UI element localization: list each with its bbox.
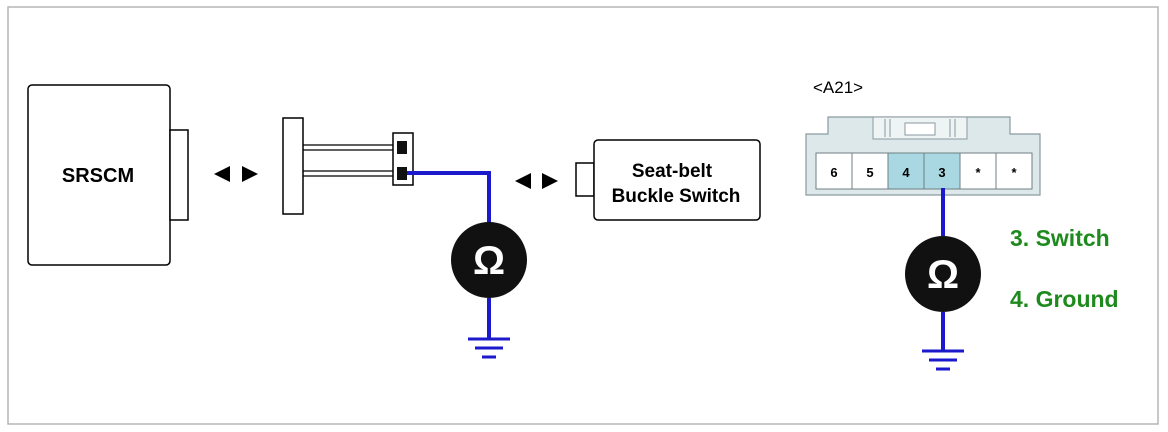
connector-pin: 5 — [851, 152, 889, 190]
harness-connector — [282, 117, 414, 215]
ohmmeter-right: Ω — [905, 236, 981, 312]
arrow-right-icon — [242, 166, 258, 182]
pin-label: * — [1011, 165, 1017, 180]
pin-label: 5 — [866, 165, 873, 180]
pin-row: 6 5 4 3 * * — [815, 152, 1033, 190]
ground-icon-right — [922, 349, 964, 371]
buckle-switch: Seat-belt Buckle Switch — [575, 139, 761, 221]
pin-label: 6 — [830, 165, 837, 180]
a21-connector: 6 5 4 3 * * — [805, 116, 1041, 196]
pin-legend-ground: 4. Ground — [1010, 286, 1119, 312]
probe-wire-left — [407, 171, 491, 240]
pin-label: 3 — [938, 165, 945, 180]
arrow-left-icon — [515, 173, 531, 189]
connector-pin: * — [995, 152, 1033, 190]
connector-pin: 6 — [815, 152, 853, 190]
connector-pin: * — [959, 152, 997, 190]
connector-pin: 3 — [923, 152, 961, 190]
ohm-icon: Ω — [927, 253, 959, 297]
ohm-icon: Ω — [473, 239, 505, 283]
arrow-left-icon — [214, 166, 230, 182]
connection-arrow-right — [515, 173, 558, 189]
pin-label: 4 — [902, 165, 910, 180]
switch-label-line2: Buckle Switch — [612, 186, 741, 207]
connector-name: <A21> — [813, 78, 863, 97]
ground-icon-left — [468, 337, 510, 359]
connector-pin: 4 — [887, 152, 925, 190]
connection-arrow-left — [214, 166, 258, 182]
ohmmeter-left: Ω — [451, 222, 527, 298]
arrow-right-icon — [542, 173, 558, 189]
pin-legend-switch: 3. Switch — [1010, 225, 1110, 251]
srscm-label: SRSCM — [62, 165, 134, 187]
diagram-frame — [7, 6, 1159, 425]
srscm-module: SRSCM — [27, 84, 189, 266]
pin-label: * — [975, 165, 981, 180]
switch-label-line1: Seat-belt — [632, 161, 713, 182]
